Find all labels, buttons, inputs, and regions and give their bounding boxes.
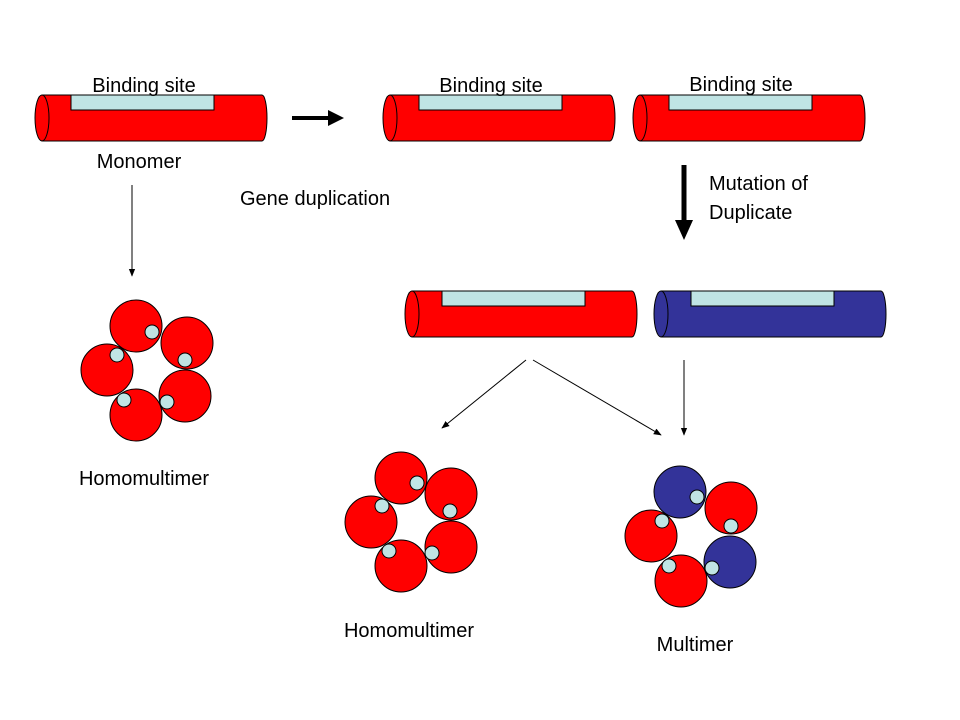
duplicate-cylinder-2 (632, 94, 866, 142)
mutation-label-line1: Mutation of (709, 173, 808, 195)
homomultimer-label-left: Homomultimer (79, 468, 209, 490)
binding-site-patch (690, 290, 835, 307)
gene-duplication-arrow (292, 110, 344, 126)
binding-site-dot (704, 560, 720, 576)
gene-duplication-label: Gene duplication (240, 188, 390, 210)
monomer-cylinder (34, 94, 268, 142)
homomultimer-label-middle: Homomultimer (344, 620, 474, 642)
binding-site-dot (689, 489, 705, 505)
binding-site-dot (116, 392, 132, 408)
binding-site-patch (441, 290, 586, 307)
mutated-blue-cylinder (653, 290, 887, 338)
binding-site-dot (159, 394, 175, 410)
binding-site-dot (409, 475, 425, 491)
binding-site-dot (144, 324, 160, 340)
monomer-label: Monomer (97, 151, 182, 173)
binding-site-dot (442, 503, 458, 519)
multimer-label: Multimer (657, 634, 734, 656)
homomultimer-left (80, 299, 214, 442)
binding-site-dot (109, 347, 125, 363)
mutation-label-line2: Duplicate (709, 202, 792, 224)
duplicate-cylinder-1 (382, 94, 616, 142)
binding-site-dot (374, 498, 390, 514)
branch-arrow-to-homomultimer (441, 359, 527, 429)
branch-arrow-to-multimer-red (532, 359, 662, 436)
binding-site-dot (661, 558, 677, 574)
binding-site-label-1: Binding site (92, 75, 195, 97)
binding-site-dot (723, 518, 739, 534)
binding-site-dot (177, 352, 193, 368)
homomultimer-middle (344, 451, 478, 593)
binding-site-patch (70, 94, 215, 111)
binding-site-patch (668, 94, 813, 111)
binding-site-dot (654, 513, 670, 529)
binding-site-label-3: Binding site (689, 74, 792, 96)
mutation-arrow (675, 165, 693, 240)
binding-site-label-2: Binding site (439, 75, 542, 97)
binding-site-dot (424, 545, 440, 561)
binding-site-patch (418, 94, 563, 111)
multimer-right (624, 465, 758, 608)
original-red-cylinder (404, 290, 638, 338)
binding-site-dot (381, 543, 397, 559)
